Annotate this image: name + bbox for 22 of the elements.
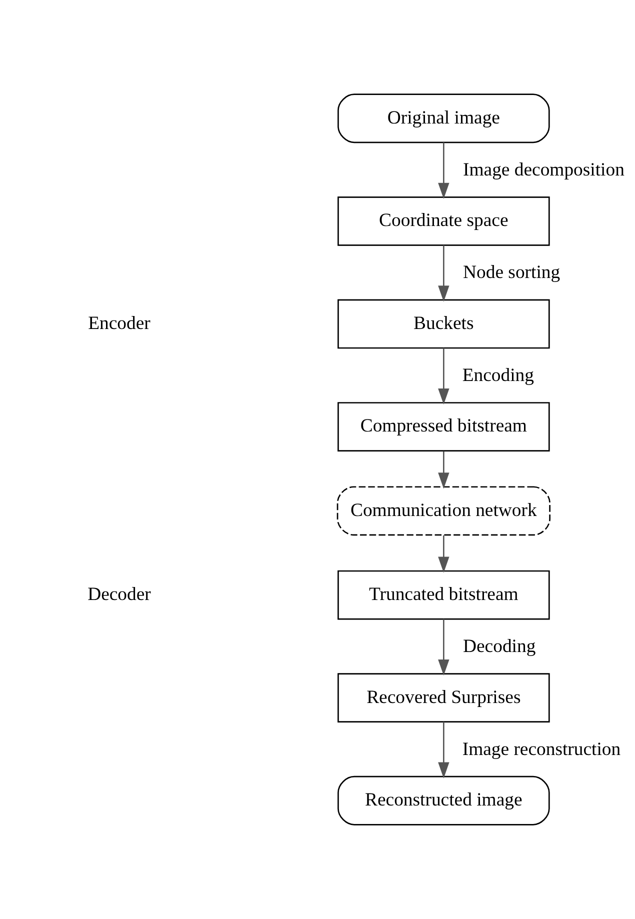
node-box: Coordinate space	[338, 196, 550, 246]
arrow	[438, 245, 450, 302]
edge-label: Image decomposition	[463, 159, 624, 180]
arrow	[438, 348, 450, 404]
arrow	[438, 451, 450, 489]
node-box: Compressed bitstream	[338, 402, 550, 452]
arrow	[438, 722, 450, 778]
edge-label: Encoding	[462, 364, 534, 386]
node-box: Original image	[338, 94, 550, 144]
edge-label: Decoding	[463, 636, 536, 658]
arrow	[438, 535, 450, 573]
node-box: Communication network	[336, 486, 550, 536]
edge-label: Node sorting	[463, 262, 560, 284]
label: Encoder	[88, 312, 150, 334]
node-box: Recovered Surprises	[338, 673, 550, 723]
node-box: Truncated bitstream	[338, 570, 550, 620]
node-box: Buckets	[338, 299, 550, 349]
node-box: Reconstructed image	[338, 776, 550, 826]
arrow	[438, 619, 450, 676]
label: Decoder	[88, 584, 151, 605]
arrow	[438, 142, 450, 199]
edge-label: Image reconstruction	[462, 738, 621, 760]
